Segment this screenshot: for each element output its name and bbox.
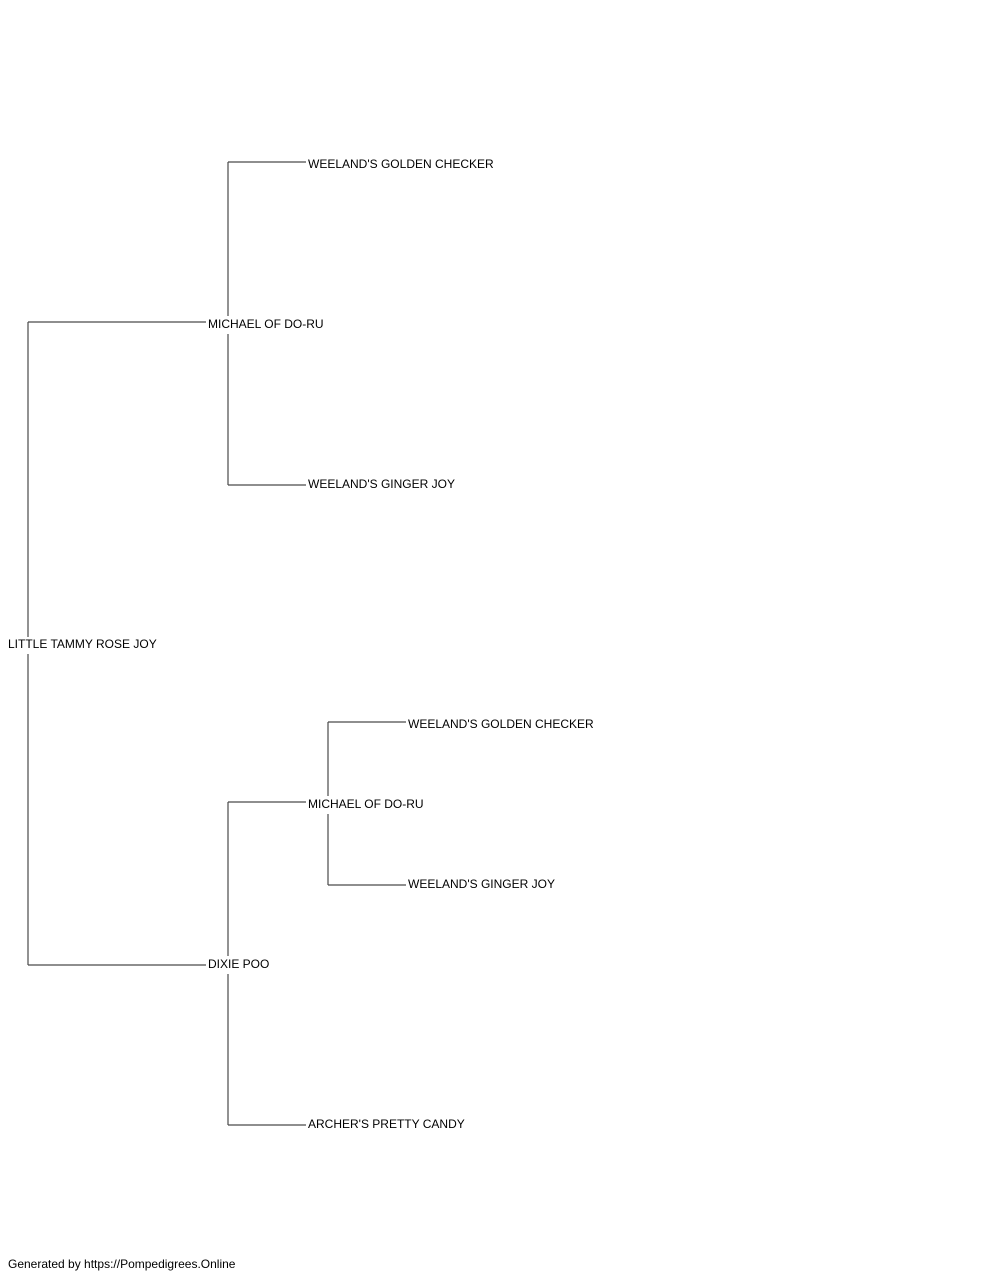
dam-sire-name: MICHAEL OF DO-RU bbox=[306, 797, 424, 811]
sire-sire-name: WEELAND'S GOLDEN CHECKER bbox=[306, 157, 494, 171]
sire-dam-name: WEELAND'S GINGER JOY bbox=[306, 477, 455, 491]
dam-sire-sire-name: WEELAND'S GOLDEN CHECKER bbox=[406, 717, 594, 731]
sire-name: MICHAEL OF DO-RU bbox=[206, 317, 324, 331]
dam-dam-name: ARCHER'S PRETTY CANDY bbox=[306, 1117, 465, 1131]
generated-by-footer: Generated by https://Pompedigrees.Online bbox=[8, 1257, 236, 1271]
dam-sire-dam-name: WEELAND'S GINGER JOY bbox=[406, 877, 555, 891]
subject-name: LITTLE TAMMY ROSE JOY bbox=[6, 637, 157, 651]
dam-name: DIXIE POO bbox=[206, 957, 270, 971]
